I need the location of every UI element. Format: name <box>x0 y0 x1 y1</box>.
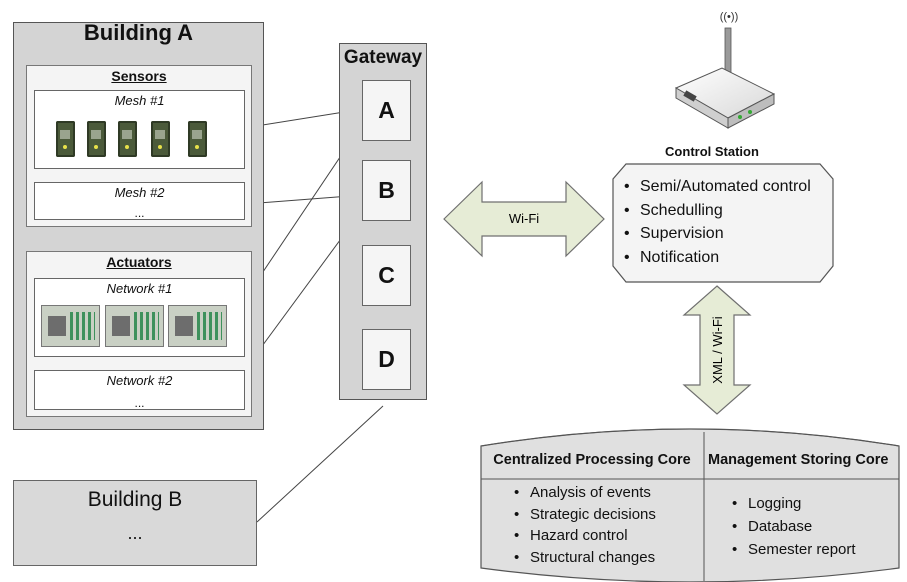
building-a-title: Building A <box>83 20 194 45</box>
sensors-label: Sensors <box>111 68 167 84</box>
network-2-ellipsis: ... <box>134 396 145 410</box>
sensors-section: Sensors Mesh #1 Mesh #2 ... <box>26 65 252 227</box>
network-2-label: Network #2 <box>106 373 173 388</box>
actuators-section: Actuators Network #1 Network #2 ... <box>26 251 252 417</box>
control-function-item: Schedulling <box>620 199 830 223</box>
storing-core-list: Logging Database Semester report <box>726 492 896 561</box>
relay-board-icon <box>41 305 100 347</box>
sensor-board-icon <box>87 121 106 157</box>
storing-item: Semester report <box>726 538 896 561</box>
wifi-arrow-label: Wi-Fi <box>509 211 539 226</box>
processing-item: Hazard control <box>508 525 708 547</box>
mesh-2-ellipsis: ... <box>134 206 145 220</box>
wifi-arrow: Wi-Fi <box>443 180 605 258</box>
processing-core-title: Centralized Processing Core <box>493 452 691 468</box>
processing-item: Structural changes <box>508 547 708 569</box>
building-b-title: Building B <box>87 488 183 511</box>
sensor-board-icon <box>56 121 75 157</box>
xml-wifi-label: XML / Wi-Fi <box>710 316 725 384</box>
building-b-panel: Building B ... <box>13 480 257 566</box>
gateway-title: Gateway <box>343 47 423 68</box>
control-function-item: Semi/Automated control <box>620 175 830 199</box>
control-function-item: Supervision <box>620 222 830 246</box>
building-b-ellipsis: ... <box>127 523 143 543</box>
relay-board-icon <box>105 305 164 347</box>
router-icon <box>674 27 776 129</box>
xml-wifi-arrow: XML / Wi-Fi <box>682 285 752 415</box>
gateway-port-c: C <box>362 245 411 306</box>
processing-core-list: Analysis of events Strategic decisions H… <box>508 482 708 568</box>
processing-item: Analysis of events <box>508 482 708 504</box>
gateway-port-d: D <box>362 329 411 390</box>
sensor-board-icon <box>188 121 207 157</box>
sensor-board-icon <box>151 121 170 157</box>
mesh-1-box: Mesh #1 <box>34 90 245 169</box>
gateway-port-a: A <box>362 80 411 141</box>
processing-item: Strategic decisions <box>508 504 708 526</box>
antenna-signal-icon: ((•)) <box>719 11 739 23</box>
mesh-1-label: Mesh #1 <box>114 93 165 108</box>
control-station-label: Control Station <box>665 144 759 159</box>
link-building-b-to-port-d <box>256 405 384 523</box>
sensor-board-icon <box>118 121 137 157</box>
mesh-2-box: Mesh #2 ... <box>34 182 245 220</box>
actuators-label: Actuators <box>106 254 172 270</box>
gateway-panel: Gateway A B C D <box>339 43 427 400</box>
gateway-port-b: B <box>362 160 411 221</box>
network-1-box: Network #1 <box>34 278 245 357</box>
storing-item: Database <box>726 515 896 538</box>
network-1-label: Network #1 <box>106 281 173 296</box>
relay-board-icon <box>168 305 227 347</box>
storing-core-title: Management Storing Core <box>708 452 889 468</box>
mesh-2-label: Mesh #2 <box>114 185 165 200</box>
network-2-box: Network #2 ... <box>34 370 245 410</box>
control-station-functions: Semi/Automated control Schedulling Super… <box>620 175 830 269</box>
building-a-panel: Building A Sensors Mesh #1 Mesh #2 ... A… <box>13 20 264 430</box>
control-function-item: Notification <box>620 246 830 270</box>
storing-item: Logging <box>726 492 896 515</box>
